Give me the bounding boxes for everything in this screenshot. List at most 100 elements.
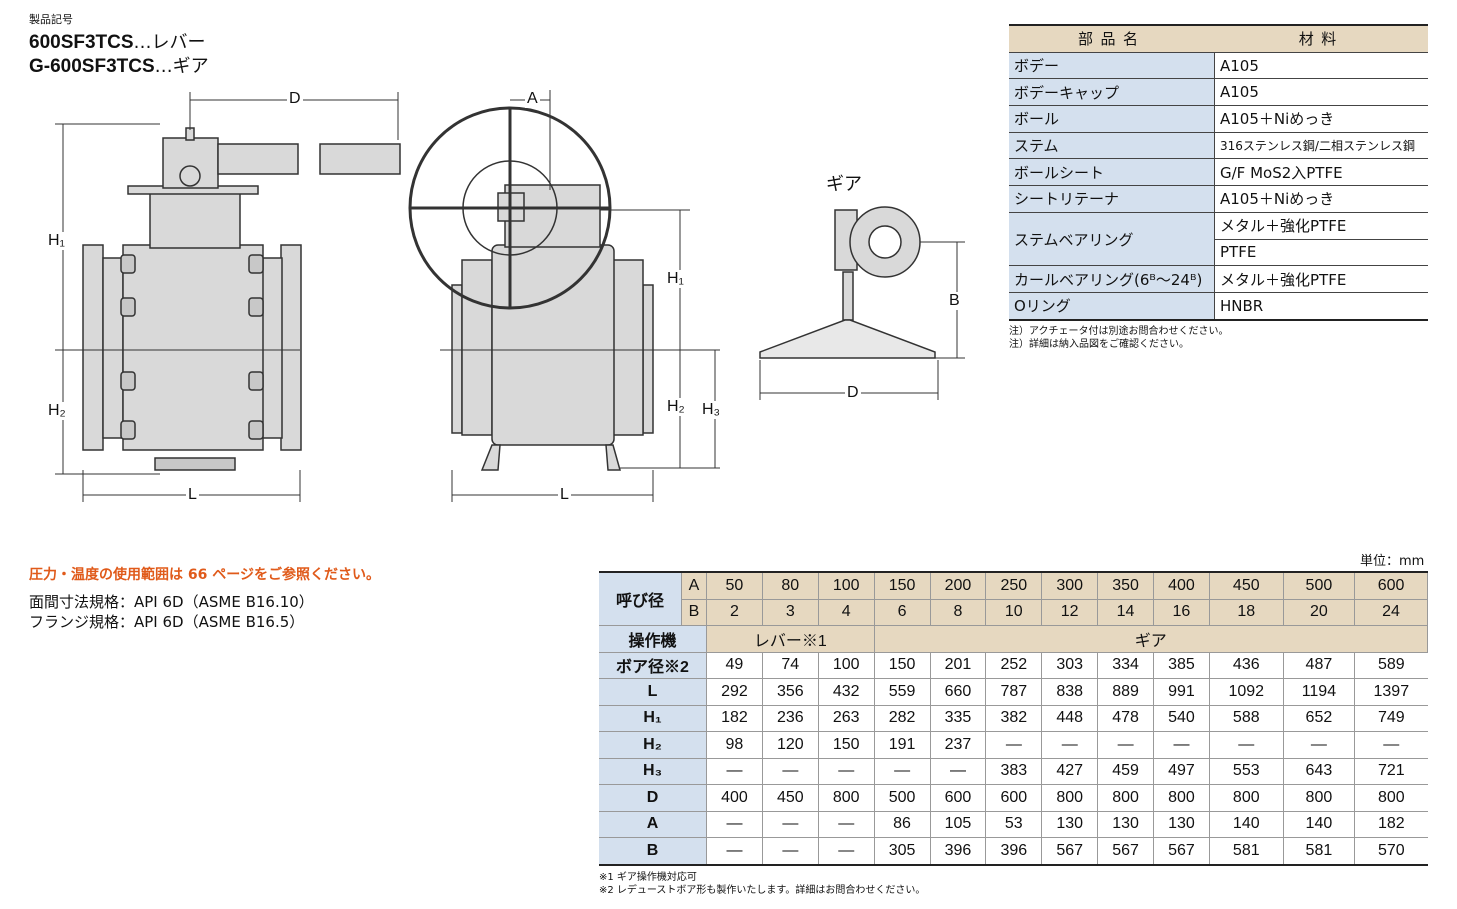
spec-cell: — bbox=[706, 810, 763, 838]
spec-cell: — bbox=[929, 757, 987, 785]
part-material: A105＋Niめっき bbox=[1214, 185, 1428, 213]
spec-cell: 236 bbox=[761, 704, 819, 732]
parts-note: 注）詳細は納入品図をご確認ください。 bbox=[1009, 339, 1189, 350]
spec-cell: 459 bbox=[1097, 757, 1154, 785]
spec-cell: 1092 bbox=[1208, 678, 1284, 706]
part-material: A105＋Niめっき bbox=[1214, 105, 1428, 133]
size-unit-a: A bbox=[681, 571, 707, 600]
dim-h1-gear: H₁ bbox=[667, 270, 684, 288]
size-a-cell: 80 bbox=[761, 571, 819, 600]
spec-cell: 130 bbox=[1153, 810, 1210, 838]
dim-l-gear: L bbox=[558, 486, 571, 504]
size-a-cell: 500 bbox=[1282, 571, 1356, 600]
part-name: ボデー bbox=[1009, 52, 1215, 80]
part-name: ステム bbox=[1009, 132, 1215, 160]
spec-cell: 800 bbox=[817, 784, 875, 812]
product-code-label: 製品記号 bbox=[29, 13, 73, 26]
spec-cell: 478 bbox=[1097, 704, 1154, 732]
spec-cell: 643 bbox=[1282, 757, 1356, 785]
spec-cell: 86 bbox=[873, 810, 931, 838]
spec-cell: 292 bbox=[706, 678, 763, 706]
size-a-cell: 350 bbox=[1097, 571, 1154, 600]
model-gear-code: G-600SF3TCS bbox=[29, 56, 155, 77]
model-gear-suffix: …ギア bbox=[154, 56, 209, 77]
spec-footnotes: ※1 ギア操作機対応可 ※2 レデューストボア形も製作いたします。詳細はお問合わ… bbox=[599, 871, 925, 897]
operator-label: 操作機 bbox=[599, 625, 707, 653]
pressure-note: 圧力・温度の使用範囲は 66 ページをご参照ください。 bbox=[29, 567, 380, 583]
dim-b-gear: B bbox=[948, 292, 961, 310]
spec-cell: 600 bbox=[985, 784, 1043, 812]
spec-cell: 383 bbox=[985, 757, 1043, 785]
dim-d-gear: D bbox=[845, 384, 861, 402]
spec-footnote: ※2 レデューストボア形も製作いたします。詳細はお問合わせください。 bbox=[599, 885, 926, 896]
spec-cell: 581 bbox=[1282, 837, 1356, 866]
spec-cell: — bbox=[1153, 731, 1210, 759]
spec-cell: 237 bbox=[929, 731, 987, 759]
part-material: メタル＋強化PTFE bbox=[1214, 212, 1428, 240]
spec-cell: 432 bbox=[817, 678, 875, 706]
spec-cell: 787 bbox=[985, 678, 1043, 706]
model-lever: 600SF3TCS…レバー bbox=[29, 31, 206, 55]
gear-label: ギア bbox=[826, 174, 862, 195]
size-b-cell: 18 bbox=[1208, 598, 1284, 626]
spec-cell: 800 bbox=[1153, 784, 1210, 812]
spec-cell: 335 bbox=[929, 704, 987, 732]
size-unit-b: B bbox=[681, 598, 707, 626]
part-name: カールベアリング(6ᴮ〜24ᴮ) bbox=[1009, 265, 1215, 293]
size-b-cell: 16 bbox=[1153, 598, 1210, 626]
spec-cell: 150 bbox=[817, 731, 875, 759]
parts-row: PTFE bbox=[1009, 239, 1428, 267]
part-material: メタル＋強化PTFE bbox=[1214, 265, 1428, 293]
size-a-cell: 400 bbox=[1153, 571, 1210, 600]
dim-h2-lever: H₂ bbox=[48, 402, 66, 420]
spec-row-label: ボア径※2 bbox=[599, 651, 707, 679]
spec-cell: 105 bbox=[929, 810, 987, 838]
dim-h2-gear: H₂ bbox=[667, 398, 685, 416]
size-b-cell: 10 bbox=[985, 598, 1043, 626]
nominal-size-label: 呼び径 bbox=[599, 571, 682, 626]
spec-row-label: L bbox=[599, 678, 707, 706]
spec-cell: 800 bbox=[1282, 784, 1356, 812]
part-material: HNBR bbox=[1214, 292, 1428, 321]
spec-cell: 553 bbox=[1208, 757, 1284, 785]
spec-row-label: H₁ bbox=[599, 704, 707, 732]
spec-row-label: A bbox=[599, 810, 707, 838]
spec-cell: 448 bbox=[1041, 704, 1099, 732]
spec-cell: 800 bbox=[1097, 784, 1154, 812]
spec-cell: 660 bbox=[929, 678, 987, 706]
spec-cell: 497 bbox=[1153, 757, 1210, 785]
gear-operator-drawing bbox=[759, 206, 936, 359]
spec-cell: 140 bbox=[1282, 810, 1356, 838]
lever-valve-drawing bbox=[82, 127, 401, 471]
size-a-cell: 150 bbox=[873, 571, 931, 600]
size-a-cell: 200 bbox=[929, 571, 987, 600]
dim-a-gear: A bbox=[525, 90, 540, 108]
spec-cell: 991 bbox=[1153, 678, 1210, 706]
spec-cell: — bbox=[761, 837, 819, 866]
spec-cell: 201 bbox=[929, 651, 987, 679]
spec-cell: 567 bbox=[1153, 837, 1210, 866]
size-b-cell: 4 bbox=[817, 598, 875, 626]
spec-cell: 589 bbox=[1354, 651, 1428, 679]
size-a-cell: 450 bbox=[1208, 571, 1284, 600]
spec-row-label: H₂ bbox=[599, 731, 707, 759]
spec-cell: — bbox=[817, 810, 875, 838]
spec-cell: 182 bbox=[1354, 810, 1428, 838]
spec-cell: 252 bbox=[985, 651, 1043, 679]
size-b-cell: 2 bbox=[706, 598, 763, 626]
spec-cell: — bbox=[1282, 731, 1356, 759]
parts-row: カールベアリング(6ᴮ〜24ᴮ)メタル＋強化PTFE bbox=[1009, 265, 1428, 293]
spec-cell: 588 bbox=[1208, 704, 1284, 732]
